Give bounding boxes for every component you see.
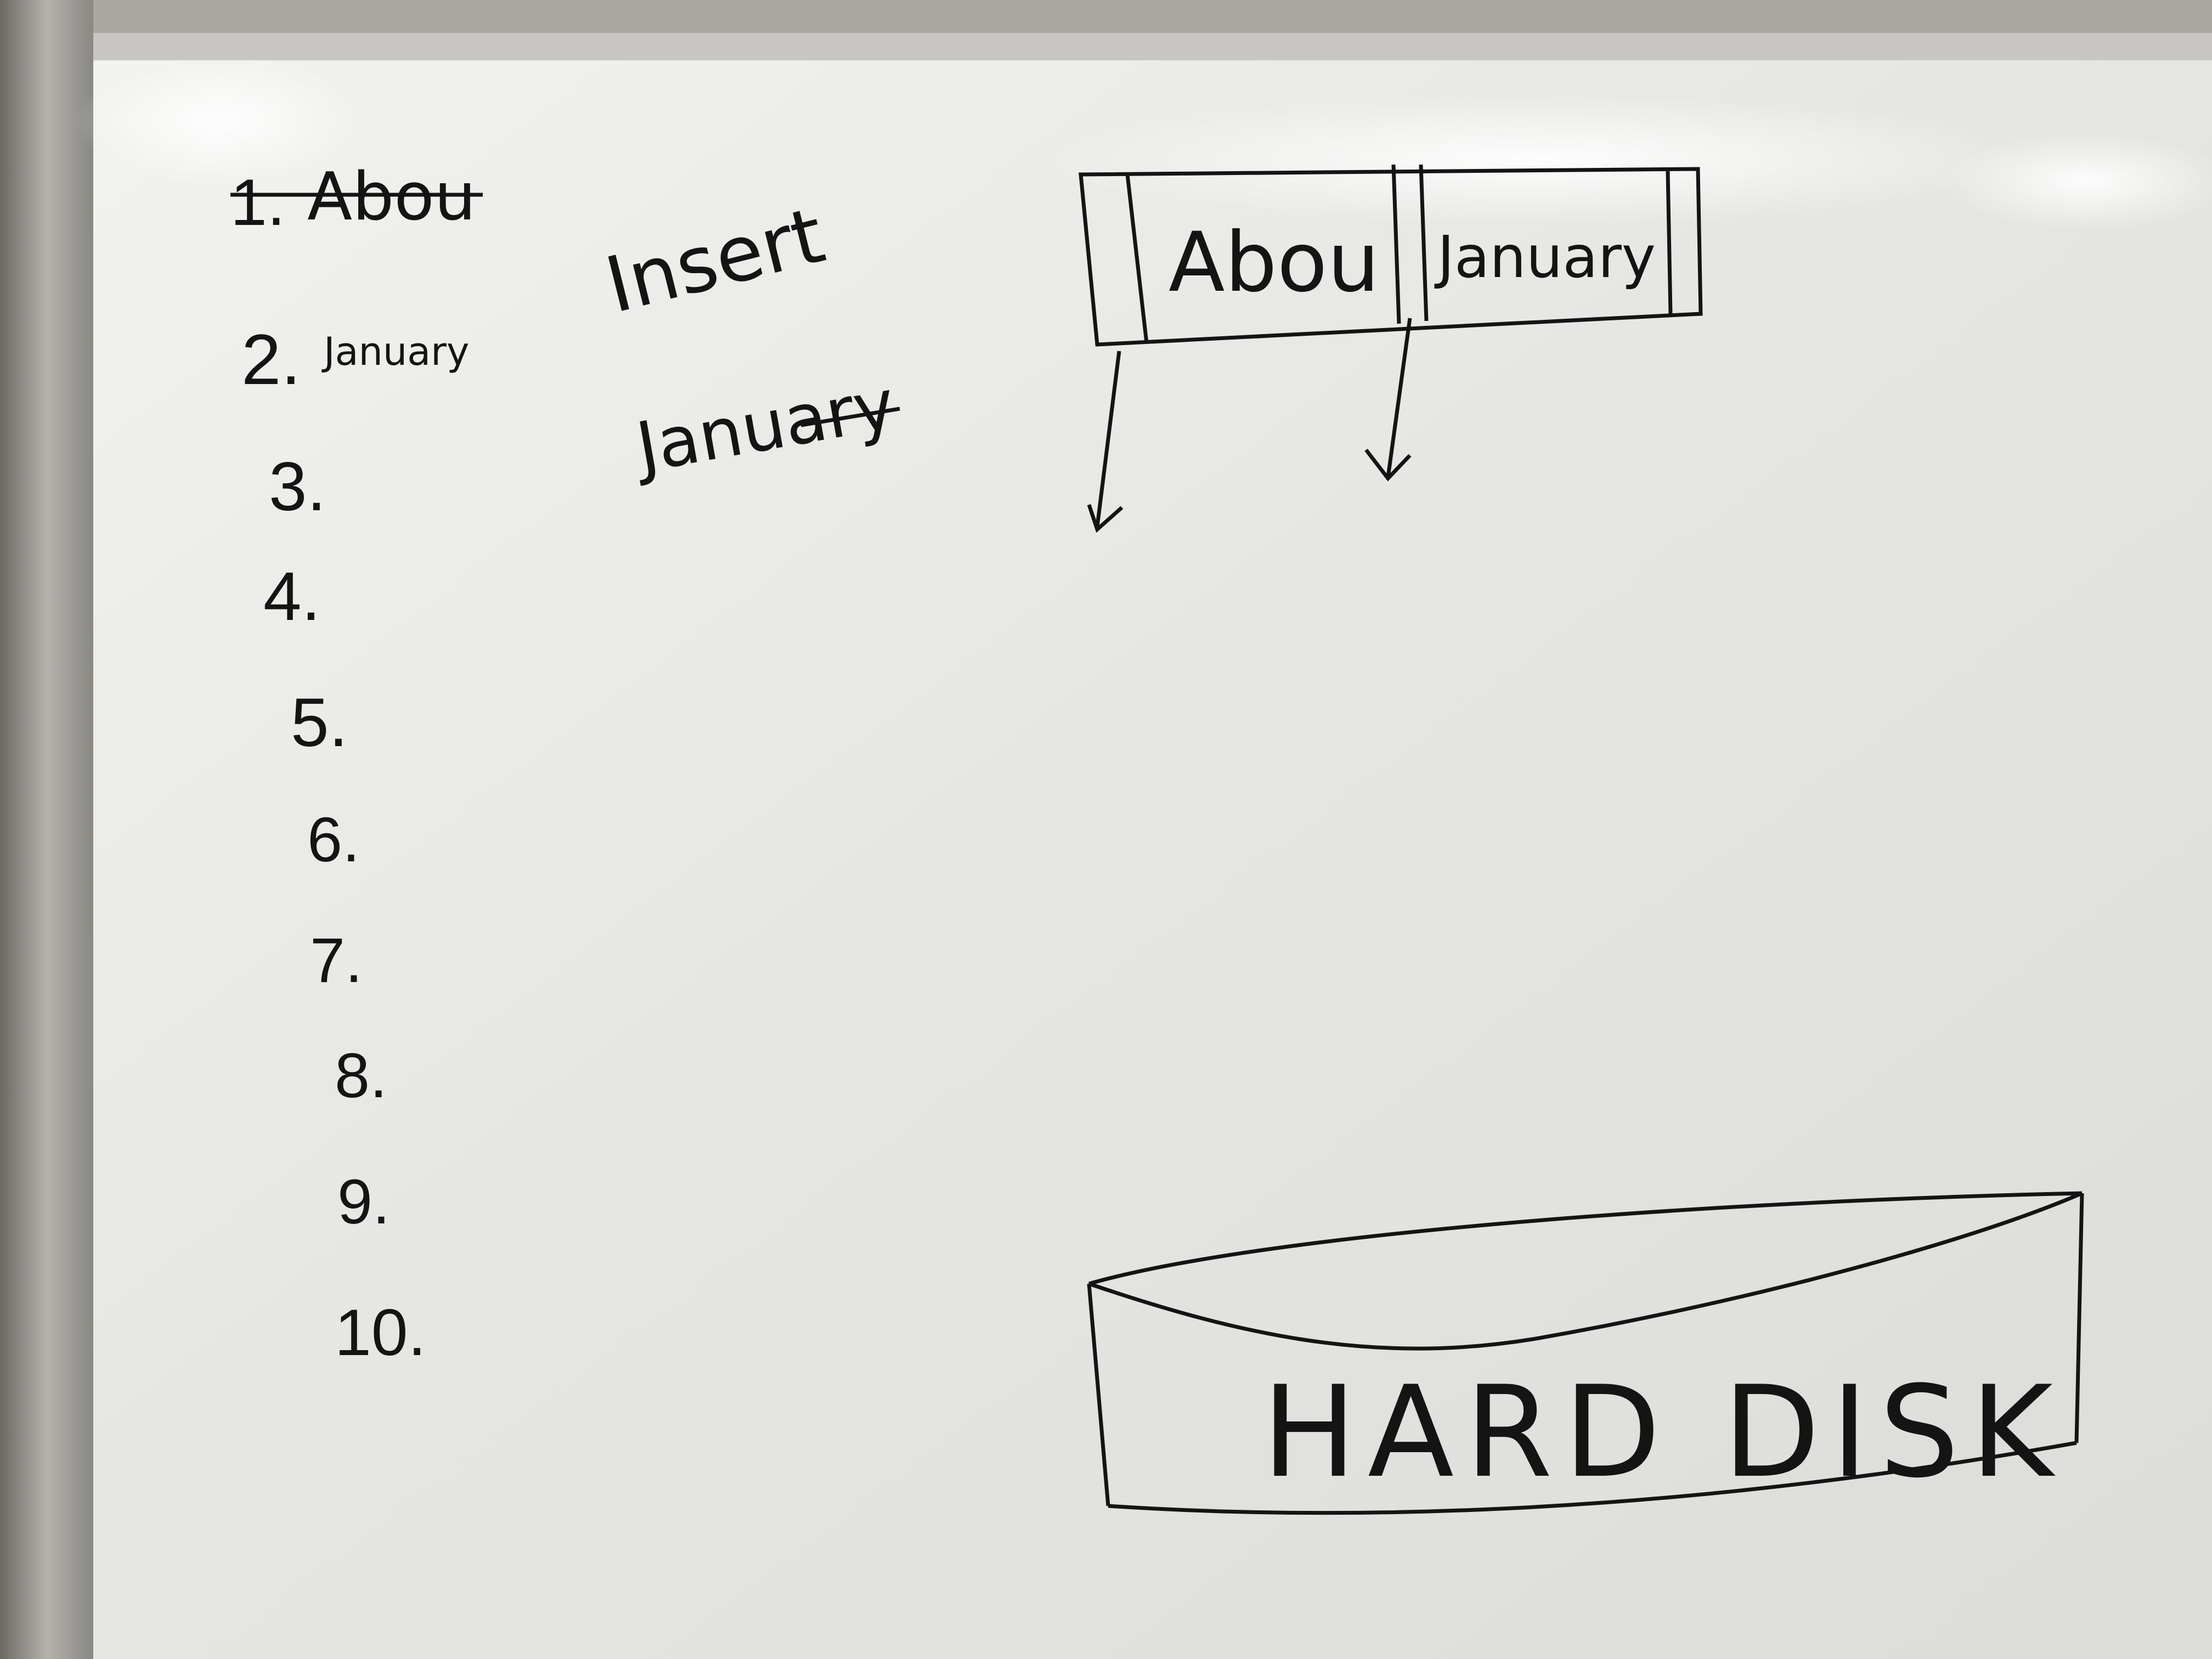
list-item-number: 8.: [335, 1041, 387, 1111]
buffer-divider: [1391, 164, 1401, 324]
numbered-list: 1. Abou 2. January 3. 4. 5. 6. 7. 8. 9. …: [230, 159, 483, 1369]
buffer-divider: [1419, 164, 1429, 321]
list-item-number: 2.: [241, 319, 301, 399]
list-item-number: 9.: [337, 1167, 390, 1237]
buffer-divider: [1666, 171, 1673, 314]
buffer-diagram: [1079, 164, 1703, 533]
disk-inner-curve: [1088, 1191, 2083, 1351]
list-item-number: 6.: [307, 805, 360, 875]
list-item-text: January: [321, 329, 469, 374]
buffer-cell-label: January: [1434, 224, 1656, 291]
top-frame: [77, 0, 2212, 38]
disk-bottom-edge: [1108, 1441, 2077, 1515]
note-underline: [800, 407, 900, 427]
disk-top-edge: [1088, 1191, 2083, 1286]
disk-right-side: [2074, 1193, 2084, 1443]
list-item-number: 3.: [269, 449, 326, 525]
buffer-outline: [1079, 167, 1703, 347]
hard-disk-drawing: [1087, 1191, 2084, 1515]
arrow-down: [1364, 318, 1412, 482]
list-item-number: 1.: [230, 166, 285, 239]
light-glare: [1942, 132, 2212, 230]
light-glare: [1042, 93, 2030, 225]
list-item-number: 10.: [335, 1296, 426, 1369]
hard-disk-label: HARD DISK: [1262, 1359, 2064, 1506]
buffer-divider: [1125, 174, 1149, 343]
list-item-number: 4.: [263, 558, 320, 635]
buffer-cell-label: Abou: [1169, 215, 1380, 311]
list-item-number: 5.: [291, 685, 348, 761]
arrow-down: [1087, 351, 1124, 533]
disk-left-side: [1087, 1283, 1110, 1506]
light-glare: [77, 55, 362, 187]
left-frame: [0, 0, 93, 1659]
list-item-number: 7.: [310, 926, 363, 996]
list-item-text: Abou: [307, 159, 476, 235]
whiteboard-surface: [93, 60, 2212, 1659]
